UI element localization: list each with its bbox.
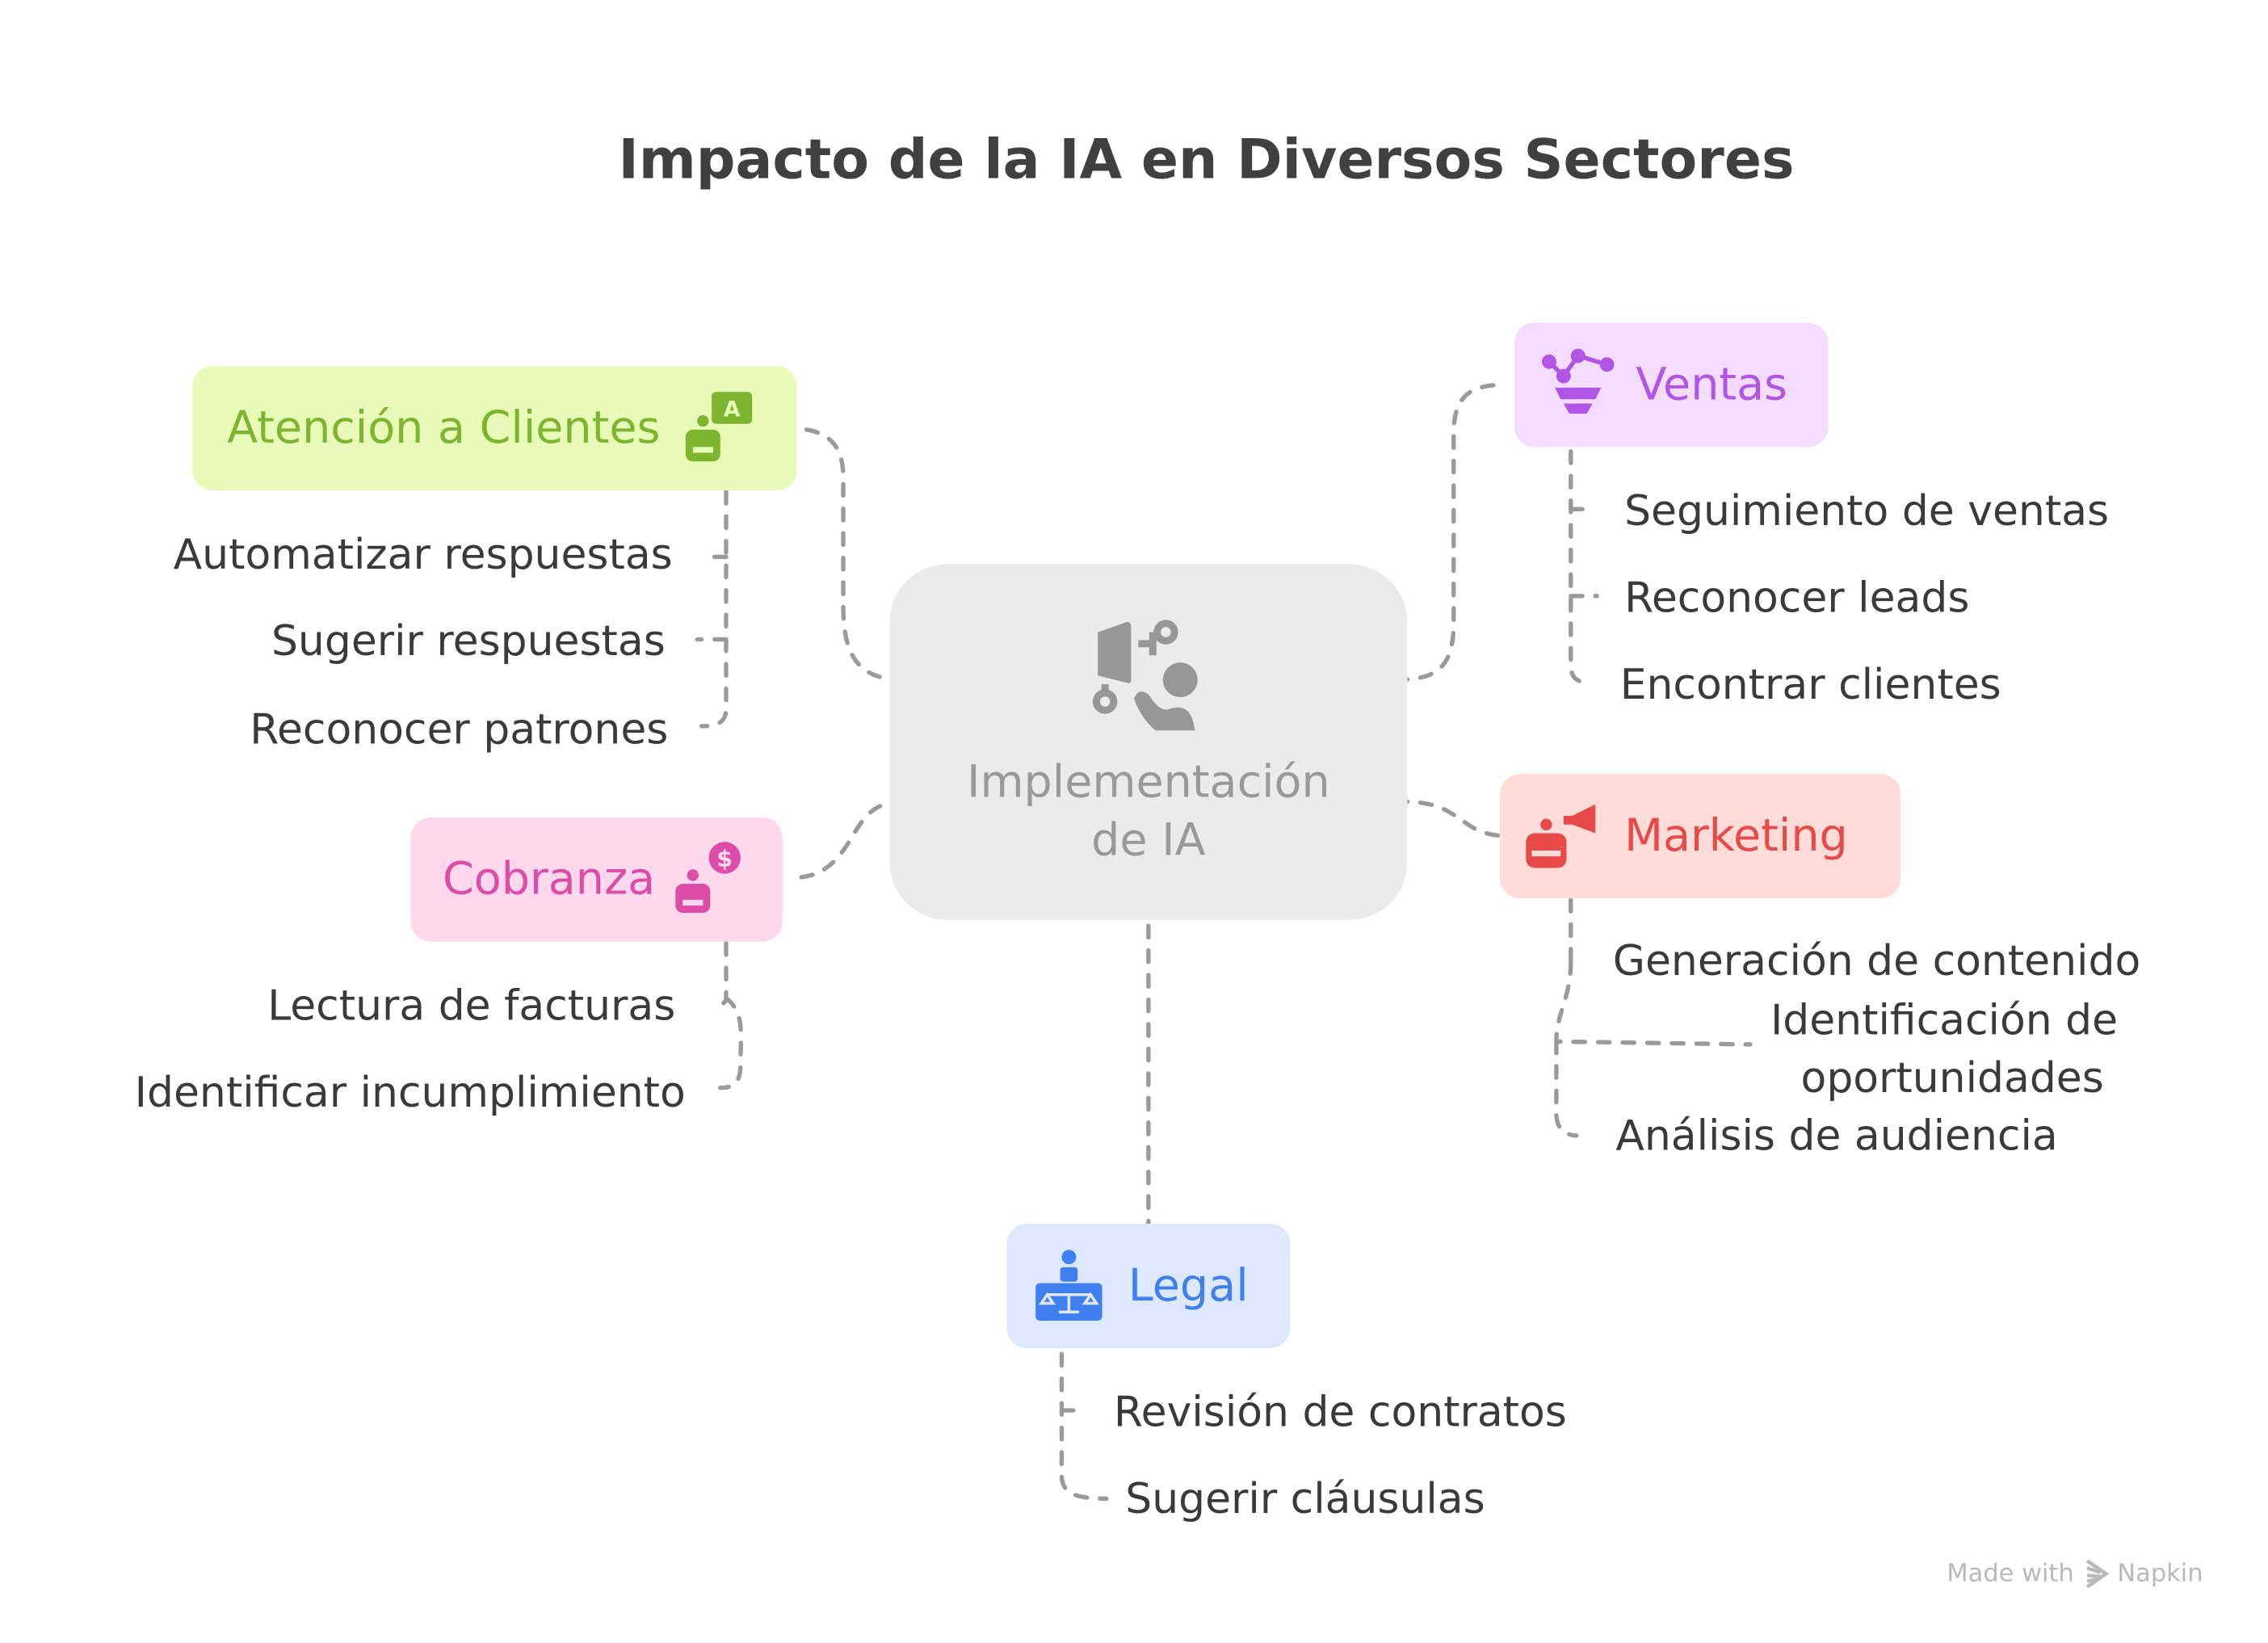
branch-cobranza[interactable]: Cobranza $ [410, 817, 783, 942]
center-label-line1: Implementación [967, 756, 1330, 809]
page-title: Impacto de la IA en Diversos Sectores [618, 127, 1795, 191]
center-node: Implementación de IA [889, 564, 1408, 920]
svg-text:A: A [724, 397, 741, 422]
connector-atencion-items [695, 490, 729, 729]
napkin-watermark[interactable]: Made with Napkin [1947, 1559, 2203, 1589]
connector-ventas [1393, 382, 1507, 683]
made-with-text: Made with [1947, 1559, 2074, 1589]
list-item: Lectura de facturas [267, 981, 676, 1031]
list-item: Seguimiento de ventas [1624, 485, 2110, 536]
list-item: Análisis de audiencia [1615, 1111, 2058, 1161]
robot-chat-icon: A [686, 392, 754, 462]
connector-cobranza-items [709, 940, 744, 1090]
ai-implementation-icon [1092, 620, 1198, 731]
legal-scales-icon [1035, 1250, 1102, 1322]
branch-label: Atención a Clientes [227, 401, 661, 455]
robot-megaphone-icon [1526, 804, 1596, 868]
connector-marketing-items [1554, 897, 1753, 1138]
branch-atencion-clientes[interactable]: Atención a Clientes A [192, 366, 797, 491]
branch-label: Legal [1128, 1259, 1249, 1313]
list-item: Reconocer patrones [250, 704, 669, 754]
center-label-line2: de IA [1091, 814, 1206, 867]
list-item: oportunidades [1800, 1053, 2104, 1103]
list-item: Reconocer leads [1624, 573, 1970, 623]
list-item: Generación de contenido [1612, 935, 2141, 985]
list-item: Revisión de contratos [1113, 1387, 1567, 1437]
list-item: Sugerir cláusulas [1125, 1473, 1485, 1523]
branch-label: Ventas [1636, 359, 1788, 411]
branch-legal[interactable]: Legal [1006, 1224, 1291, 1349]
connector-marketing [1393, 799, 1514, 838]
list-item: Sugerir respuestas [271, 616, 666, 666]
branch-label: Marketing [1624, 809, 1848, 863]
connector-cobranza [786, 799, 906, 880]
branch-ventas[interactable]: Ventas [1514, 322, 1829, 448]
connector-legal-items [1059, 1351, 1109, 1501]
sales-funnel-icon [1541, 348, 1615, 414]
connector-atencion [786, 426, 906, 683]
list-item: Automatizar respuestas [173, 529, 673, 579]
list-item: Identificación de [1770, 995, 2119, 1044]
list-item: Encontrar clientes [1619, 659, 2001, 709]
branch-label: Cobranza [442, 853, 656, 906]
svg-text:$: $ [716, 845, 733, 872]
napkin-logo-icon [2085, 1559, 2109, 1589]
napkin-brand-text: Napkin [2117, 1559, 2203, 1589]
robot-dollar-icon: $ [675, 842, 741, 913]
branch-marketing[interactable]: Marketing [1500, 774, 1901, 899]
connector-ventas-items [1569, 449, 1599, 685]
list-item: Identificar incumplimiento [134, 1067, 686, 1117]
